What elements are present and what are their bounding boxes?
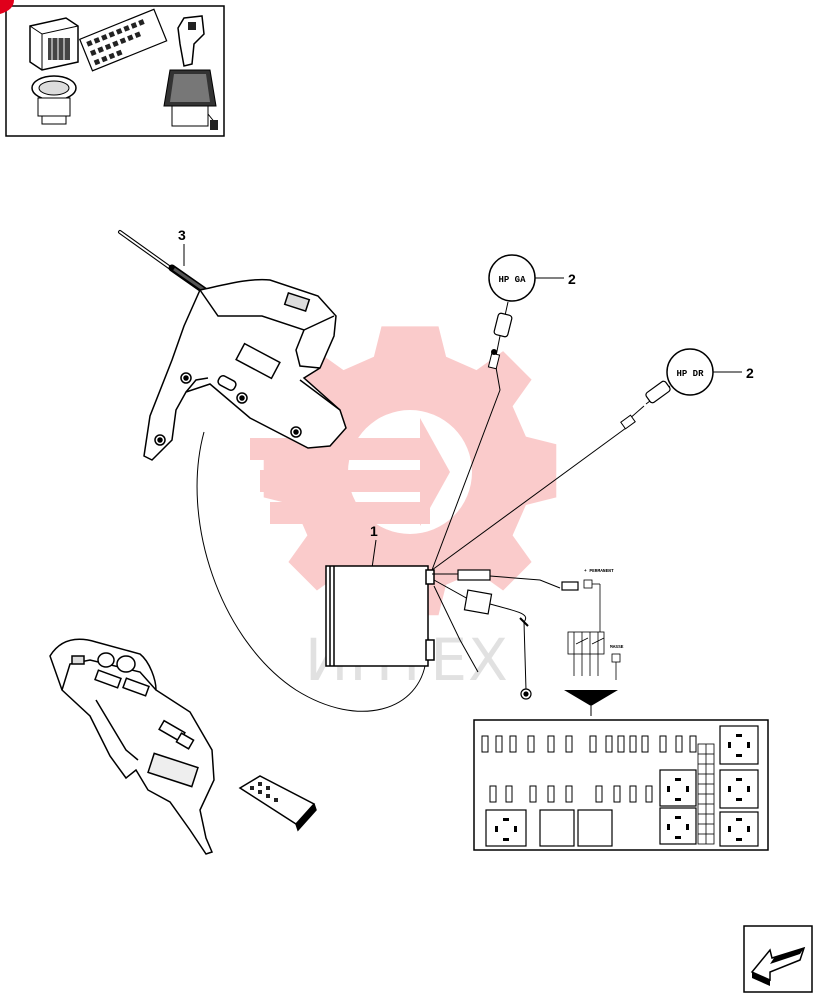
power-schematic: + PERMANENT MASSE [567, 568, 624, 680]
connectors [457, 569, 579, 700]
callout-item-1: 1 [370, 523, 378, 539]
speaker-right-label: HP DR [676, 369, 704, 379]
speaker-right: HP DR [620, 348, 742, 430]
radio-unit [325, 565, 435, 667]
speaker-left-label: HP GA [498, 275, 526, 285]
dashboard-panel [49, 638, 215, 855]
permanent-label: + PERMANENT [584, 568, 614, 574]
component-thumbnail-icon [0, 0, 225, 137]
speaker-left: HP GA [487, 254, 564, 370]
ground-label: MASSE [610, 644, 624, 650]
control-module [238, 775, 317, 832]
fuse-relay-board [473, 719, 769, 851]
connection-arrow [564, 690, 618, 706]
callout-item-3: 3 [178, 227, 186, 243]
callout-item-2-top: 2 [568, 271, 576, 287]
callout-item-2-right: 2 [746, 365, 754, 381]
overhead-console [143, 278, 347, 461]
antenna-cable [196, 431, 427, 712]
watermark-gear-logo [250, 326, 557, 616]
next-page-arrow-icon[interactable] [743, 925, 813, 993]
